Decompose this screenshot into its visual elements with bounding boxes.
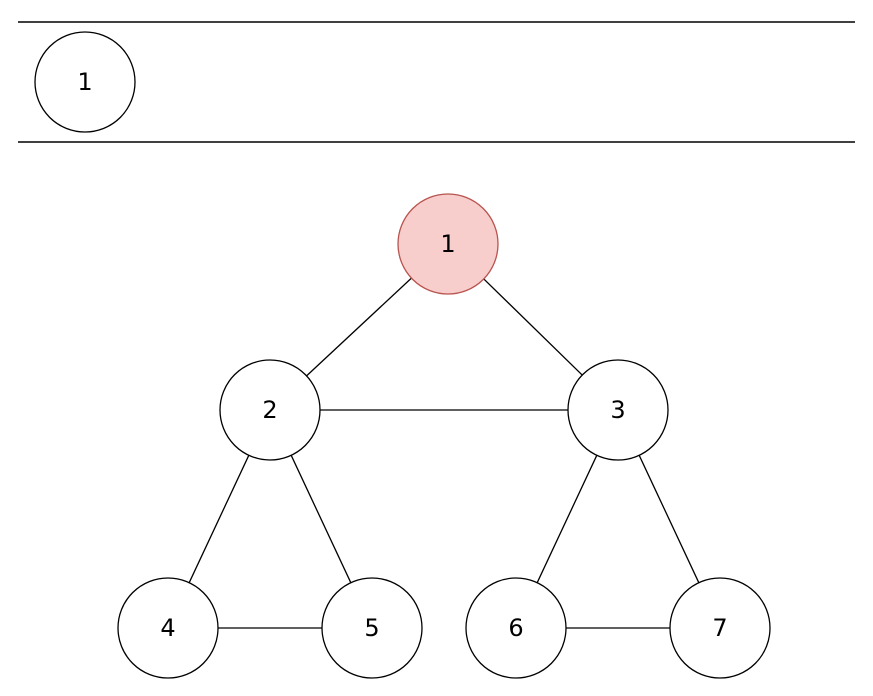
edge-1-3 <box>483 278 583 376</box>
graph-node-6: 6 <box>465 577 567 679</box>
graph-node-3: 3 <box>567 359 669 461</box>
graph-node-5: 5 <box>321 577 423 679</box>
node-circle-5 <box>321 577 423 679</box>
node-label-3: 3 <box>610 396 625 424</box>
queue-item-label: 1 <box>77 68 92 96</box>
queue-items: 1 <box>34 31 136 133</box>
queue-item: 1 <box>34 31 136 133</box>
edge-1-2 <box>306 277 412 377</box>
node-circle-6 <box>465 577 567 679</box>
node-label-2: 2 <box>262 396 277 424</box>
graph-node-2: 2 <box>219 359 321 461</box>
node-label-7: 7 <box>712 614 727 642</box>
graph-node-4: 4 <box>117 577 219 679</box>
graph-node-7: 7 <box>669 577 771 679</box>
node-label-6: 6 <box>508 614 523 642</box>
queue-strip: 1 <box>18 21 855 143</box>
graph-nodes: 1 2 3 4 5 6 7 <box>117 193 771 679</box>
edge-2-5 <box>290 455 352 583</box>
node-label-4: 4 <box>160 614 175 642</box>
node-circle-2 <box>219 359 321 461</box>
node-circle-3 <box>567 359 669 461</box>
edge-3-7 <box>638 455 700 583</box>
edge-3-6 <box>536 455 598 583</box>
graph: 1 2 3 4 5 6 7 <box>117 193 771 679</box>
node-label-5: 5 <box>364 614 379 642</box>
queue-item-circle <box>34 31 136 133</box>
edge-2-4 <box>188 455 250 583</box>
graph-node-1: 1 <box>397 193 499 295</box>
node-circle-1 <box>397 193 499 295</box>
node-circle-4 <box>117 577 219 679</box>
node-label-1: 1 <box>440 230 455 258</box>
node-circle-7 <box>669 577 771 679</box>
graph-edges <box>188 277 700 629</box>
